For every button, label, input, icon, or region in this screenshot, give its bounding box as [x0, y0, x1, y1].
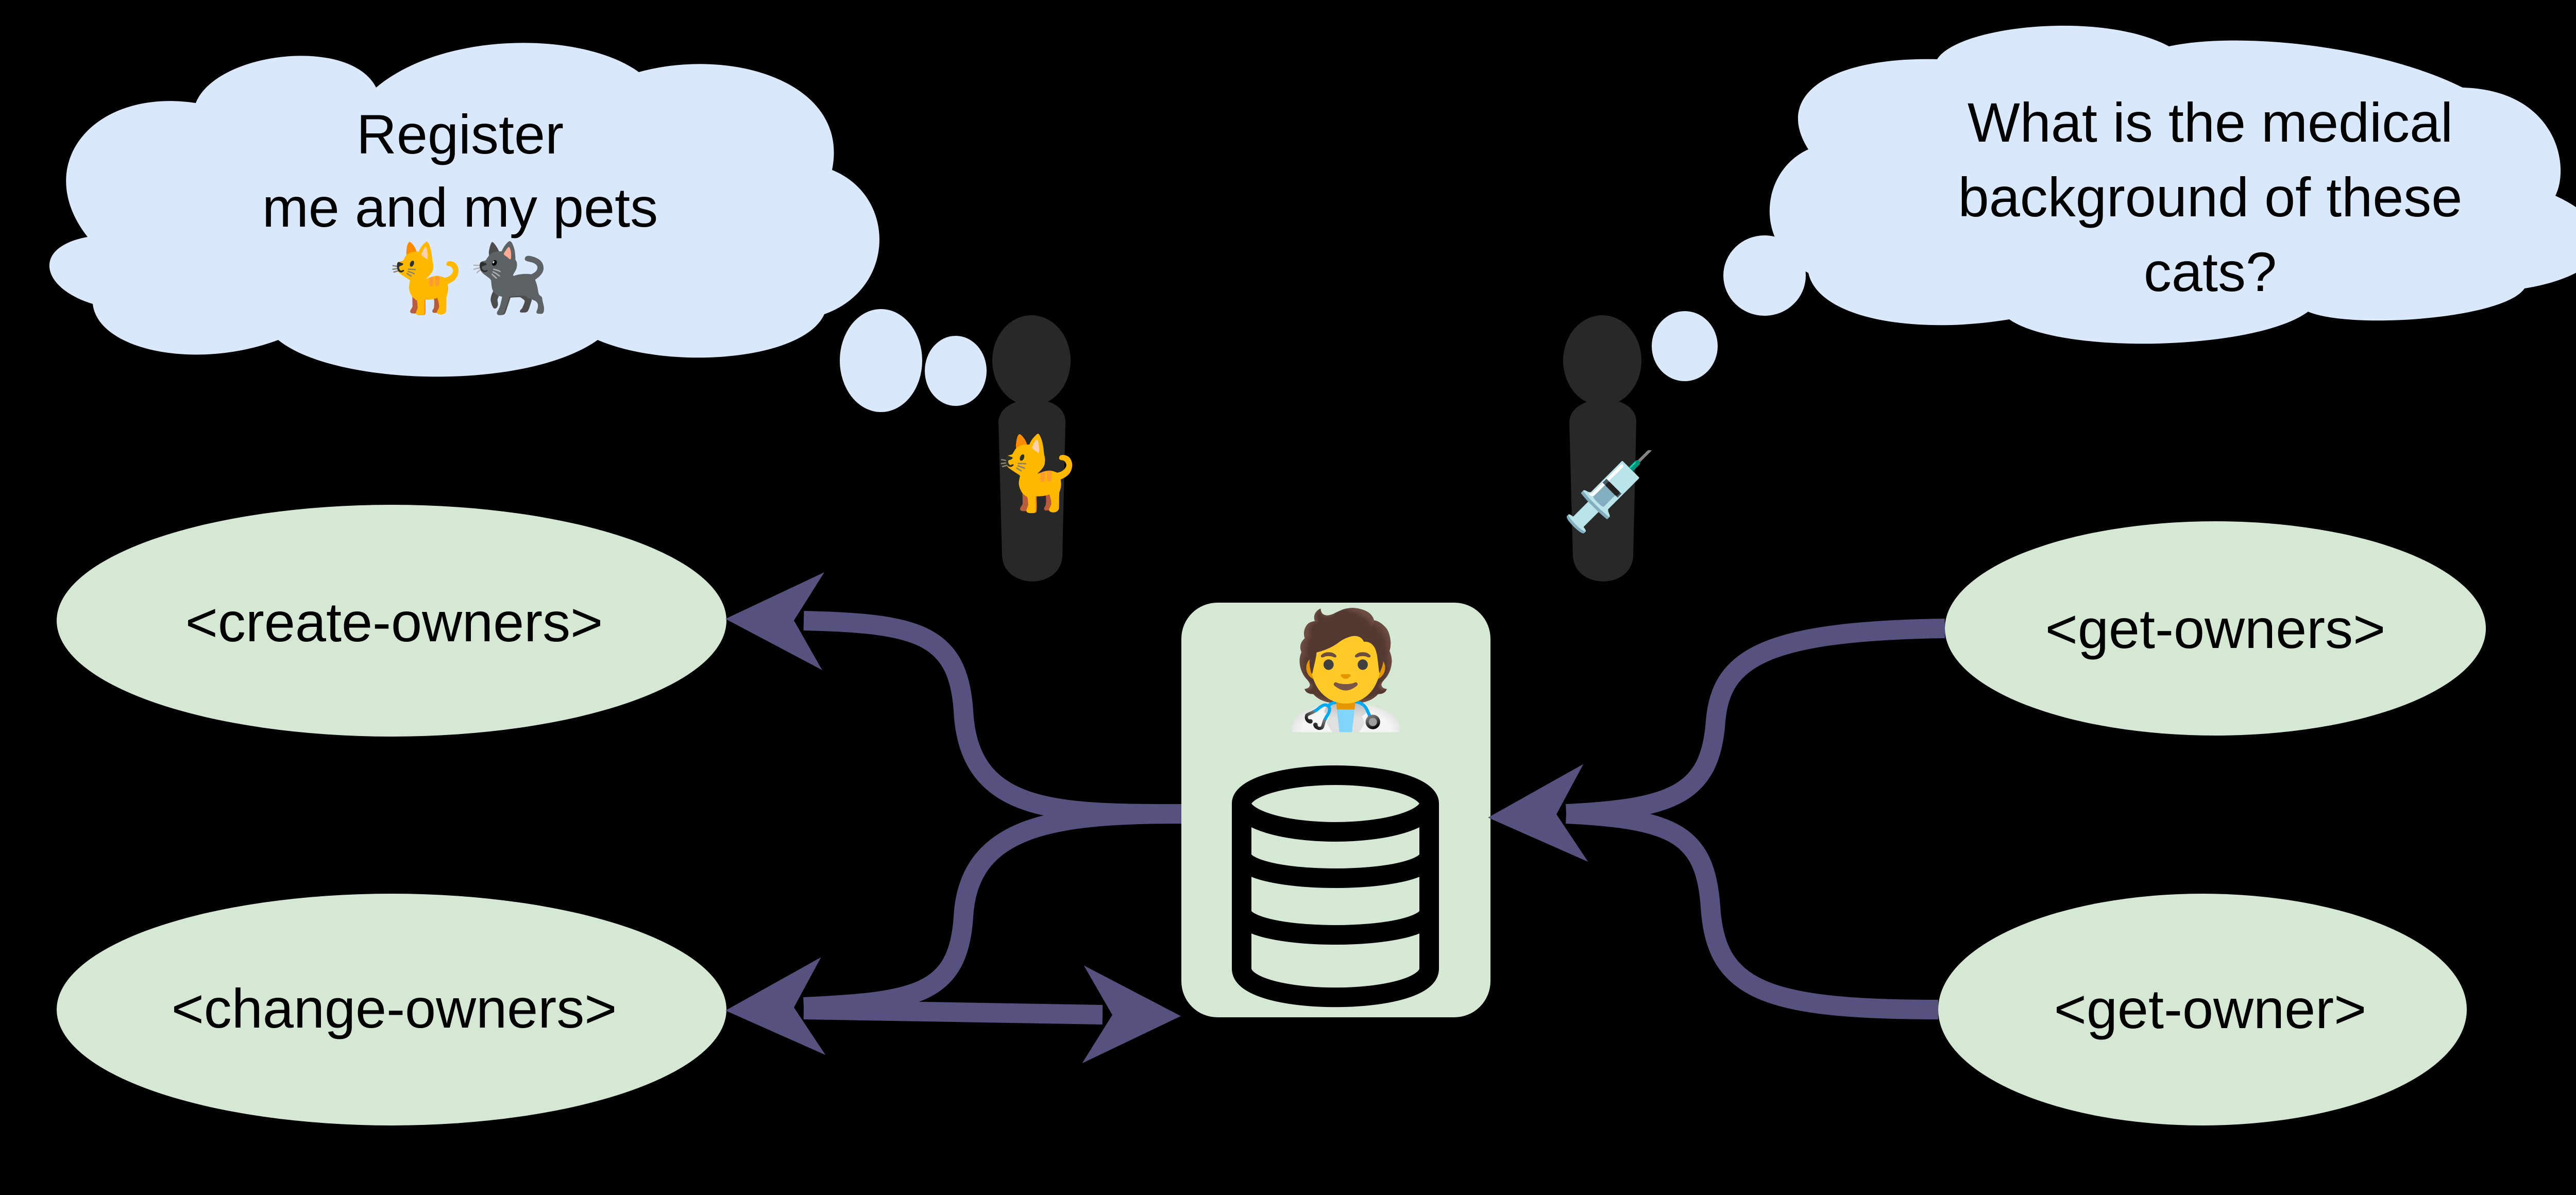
vet-syringe-badge-icon: 💉: [1561, 447, 1657, 537]
arrow-get-owners-to-service: [1488, 619, 1945, 862]
svg-text:What is the medical: What is the medical: [1968, 91, 2453, 153]
svg-text:Register: Register: [357, 103, 564, 165]
vet-person-figure: [1563, 315, 1641, 582]
svg-text:cats?: cats?: [2144, 241, 2277, 303]
arrows: [725, 572, 1945, 1064]
health-worker-icon: 🧑‍⚕️: [1275, 604, 1416, 736]
cat-emoji-orange: 🐈: [384, 239, 467, 317]
arrow-get-owner-to-service: [1566, 804, 1939, 1019]
svg-text:background of these: background of these: [1958, 166, 2463, 228]
label-create-owners: <create-owners>: [185, 591, 603, 653]
service-box[interactable]: [1181, 603, 1490, 1017]
endpoint-get-owners-node[interactable]: [1945, 521, 2486, 736]
thought-text-vet: What is the medical background of these …: [1958, 91, 2463, 303]
thought-text-owner: Register me and my pets: [262, 103, 658, 238]
arrow-service-to-change-owners: [725, 804, 1182, 1055]
owner-person-figure: [992, 315, 1071, 582]
arrow-change-owners-to-service: [803, 965, 1181, 1064]
thought-cloud-vet: [1652, 25, 2576, 381]
label-get-owners: <get-owners>: [2045, 598, 2385, 660]
svg-text:me and my pets: me and my pets: [262, 176, 658, 238]
thought-cloud-owner: [49, 43, 987, 412]
arrow-to-create-owners: [725, 572, 1182, 824]
label-get-owner: <get-owner>: [2054, 978, 2366, 1040]
database-icon: [1232, 765, 1439, 1008]
endpoint-create-owners-node[interactable]: [57, 505, 726, 737]
endpoint-get-owner-node[interactable]: [1938, 894, 2467, 1125]
label-change-owners: <change-owners>: [172, 977, 617, 1039]
endpoint-change-owners-node[interactable]: [57, 894, 726, 1125]
owner-cat-badge-icon: 🐈: [992, 432, 1082, 516]
cat-emoji-black: 🐈‍⬛: [466, 239, 550, 317]
